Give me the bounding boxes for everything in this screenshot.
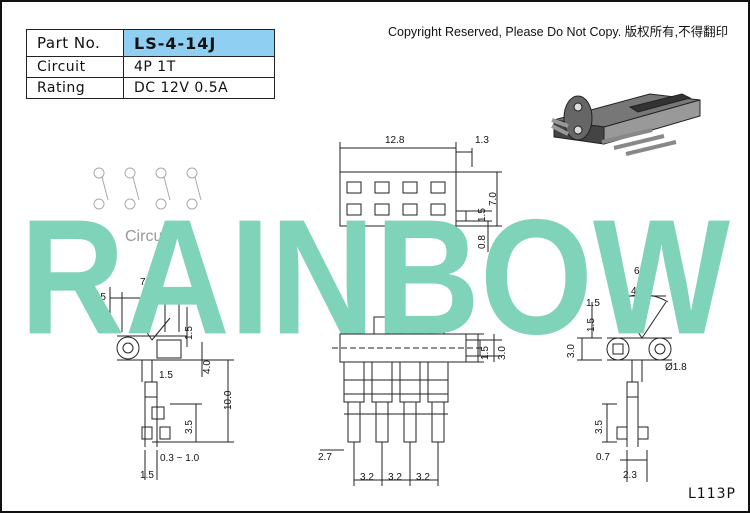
- dim-top-margin: 1.3: [475, 135, 489, 146]
- dim-side-right-margin: 1.5: [188, 292, 202, 303]
- dim-front-pitch-1: 3.2: [360, 472, 374, 483]
- dim-side-pin-width: 1.5: [140, 470, 154, 481]
- page-code: L113P: [688, 486, 736, 502]
- dim-side-height-upper: 1.5: [184, 326, 195, 340]
- dim-top-length: 12.8: [385, 135, 405, 146]
- dim-end-angle: 60°: [634, 266, 649, 277]
- copyright-notice: Copyright Reserved, Please Do Not Copy. …: [388, 25, 729, 39]
- dim-side-left-margin: 1.5: [92, 292, 106, 303]
- top-view: [339, 142, 502, 252]
- side-view: [109, 287, 234, 480]
- part-no-value: LS-4-14J: [123, 29, 275, 57]
- spec-table: Part No. LS-4-14J Circuit 4P 1T Rating D…: [26, 29, 275, 99]
- dim-front-height-a: 1.5: [480, 346, 491, 360]
- dimension-labels: 12.8 1.3 7.0 1.5 0.8 7.0 4.0 1.5 1.5 1.5…: [92, 135, 687, 483]
- dim-side-offset-b: 4.0: [202, 360, 213, 374]
- circuit-diagram: [93, 167, 202, 210]
- dim-front-offset: 2.7: [318, 452, 332, 463]
- dim-end-pin-length: 3.5: [594, 420, 605, 434]
- dim-end-offset-b: 2.3: [623, 470, 637, 481]
- rating-label: Rating: [26, 77, 124, 99]
- dim-end-margin: 1.5: [586, 298, 600, 309]
- dim-end-offset-a: 0.7: [596, 452, 610, 463]
- dim-top-pad-offset: 0.8: [477, 235, 488, 249]
- front-view: [320, 316, 502, 486]
- dim-top-pad: 1.5: [477, 208, 488, 222]
- dim-side-pin-length: 3.5: [184, 420, 195, 434]
- dim-side-width-total: 7.0: [140, 277, 154, 288]
- dim-end-height-a: 1.5: [586, 318, 597, 332]
- spec-row-circuit: Circuit 4P 1T: [26, 56, 275, 78]
- spec-row-part-no: Part No. LS-4-14J: [26, 29, 275, 57]
- dim-side-offset-a: 1.5: [159, 370, 173, 381]
- dim-end-height-b: 3.0: [566, 344, 577, 358]
- dim-side-gap-range: 0.3 ~ 1.0: [160, 453, 200, 464]
- circuit-diagram-label: Circuit: [125, 228, 171, 245]
- dim-front-pitch-3: 3.2: [416, 472, 430, 483]
- dim-top-width: 7.0: [488, 192, 499, 206]
- dim-front-pitch-2: 3.2: [388, 472, 402, 483]
- dim-end-hole-dia: Ø1.8: [665, 362, 687, 373]
- product-illustration: [551, 93, 701, 156]
- dim-side-inner: 4.0: [140, 292, 154, 303]
- rating-value: DC 12V 0.5A: [123, 77, 275, 99]
- dim-front-height-b: 3.0: [497, 346, 508, 360]
- dim-end-inner: 4.0: [631, 286, 645, 297]
- part-no-label: Part No.: [26, 29, 124, 57]
- end-view: [577, 294, 672, 482]
- dim-side-overall-height: 10.0: [223, 390, 234, 410]
- spec-row-rating: Rating DC 12V 0.5A: [26, 77, 275, 99]
